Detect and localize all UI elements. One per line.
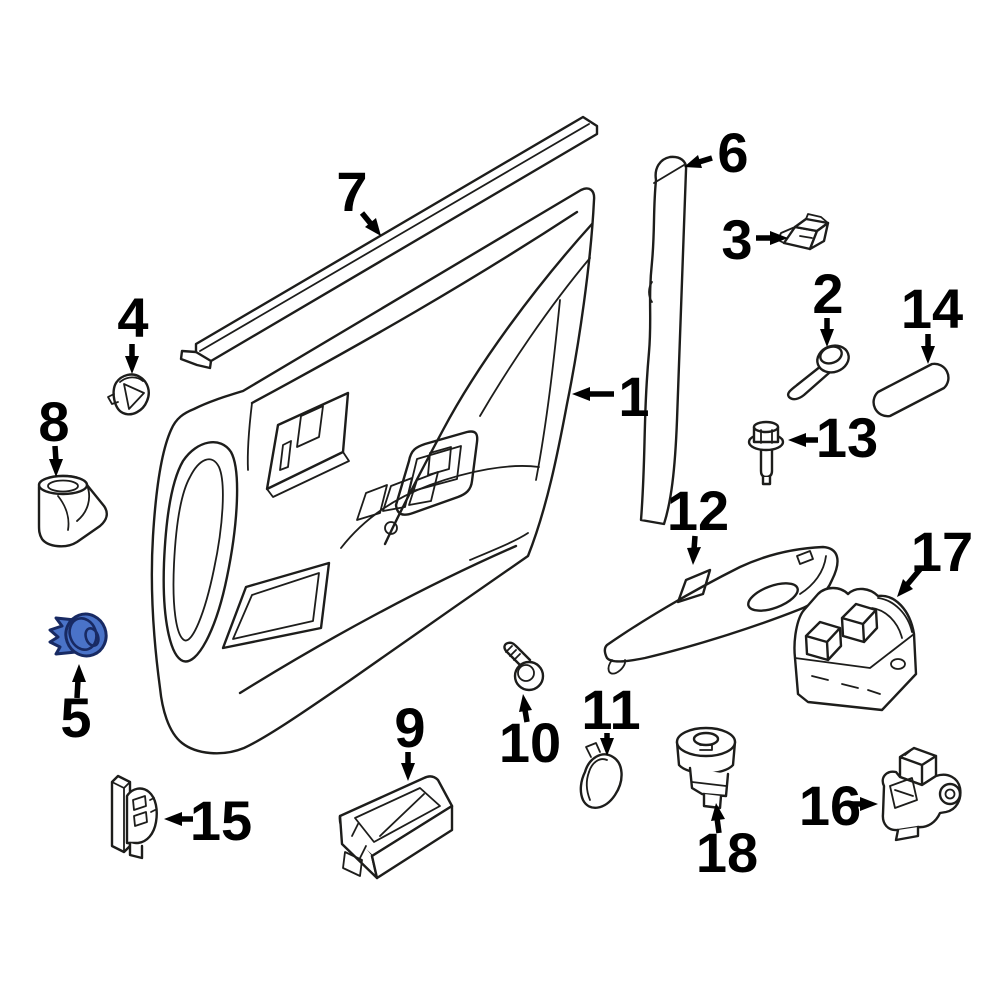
callout-3[interactable]: 3	[721, 208, 788, 271]
callout-label-18[interactable]: 18	[696, 821, 758, 884]
callout-label-9[interactable]: 9	[394, 696, 425, 759]
callout-7-arrow	[359, 211, 381, 236]
part-18-lamp-socket[interactable]	[675, 726, 737, 810]
callout-12-arrow	[687, 535, 701, 565]
callout-13[interactable]: 13	[788, 406, 878, 469]
callout-15-arrow	[164, 812, 193, 826]
callout-15[interactable]: 15	[164, 789, 252, 852]
callout-9-arrow	[401, 752, 415, 781]
part-5-push-pin-retainer[interactable]	[48, 608, 112, 661]
callout-11[interactable]: 11	[581, 678, 641, 756]
callout-5-arrow	[72, 664, 86, 699]
callout-16-arrow	[850, 797, 878, 811]
callout-label-1[interactable]: 1	[618, 365, 649, 428]
callout-label-3[interactable]: 3	[721, 208, 752, 271]
callout-11-arrow	[600, 733, 614, 756]
callout-10-arrow	[519, 694, 532, 723]
callout-4-arrow	[125, 344, 139, 374]
callout-label-13[interactable]: 13	[816, 406, 878, 469]
callout-2-arrow	[820, 318, 834, 347]
callout-label-7[interactable]: 7	[336, 160, 367, 223]
callout-label-10[interactable]: 10	[499, 711, 561, 774]
callout-8-arrow	[49, 445, 63, 477]
callout-label-15[interactable]: 15	[190, 789, 252, 852]
callout-label-12[interactable]: 12	[667, 479, 729, 542]
callout-8[interactable]: 8	[38, 390, 70, 477]
part-13-hex-bolt[interactable]	[747, 420, 785, 486]
part-15-seat-memory-switch[interactable]	[110, 774, 158, 860]
callout-1[interactable]: 1	[572, 365, 650, 428]
part-4-grommet[interactable]	[107, 373, 150, 416]
part-14-insulator-pad[interactable]	[872, 362, 950, 418]
callout-label-6[interactable]: 6	[717, 121, 748, 184]
callout-17[interactable]: 17	[897, 520, 973, 597]
callout-label-2[interactable]: 2	[812, 262, 843, 325]
callout-7[interactable]: 7	[336, 160, 381, 236]
callout-6[interactable]: 6	[684, 121, 749, 184]
callout-17-arrow	[897, 565, 925, 597]
callout-14[interactable]: 14	[901, 277, 963, 364]
callout-label-17[interactable]: 17	[911, 520, 973, 583]
callout-label-4[interactable]: 4	[117, 286, 148, 349]
part-3-retainer-clip[interactable]	[777, 213, 830, 251]
callout-label-14[interactable]: 14	[901, 277, 963, 340]
callout-14-arrow	[921, 334, 935, 364]
callout-18[interactable]: 18	[696, 803, 758, 884]
part-1-door-trim-panel[interactable]	[150, 187, 596, 755]
callout-label-8[interactable]: 8	[38, 390, 69, 453]
callout-1-arrow	[572, 387, 614, 401]
part-10-screw[interactable]	[503, 641, 545, 692]
callout-6-arrow	[684, 155, 713, 168]
callout-12[interactable]: 12	[667, 479, 729, 565]
callout-13-arrow	[788, 433, 818, 447]
part-6-front-pillar-trim[interactable]	[639, 155, 688, 526]
callout-9[interactable]: 9	[394, 696, 426, 781]
part-17-window-switch[interactable]	[793, 586, 918, 712]
part-16-mirror-switch[interactable]	[881, 746, 962, 842]
callout-5[interactable]: 5	[60, 664, 92, 749]
part-2-shoulder-screw[interactable]	[786, 341, 852, 401]
part-9-handle-bezel[interactable]	[338, 775, 454, 880]
part-7-belt-weatherstrip[interactable]	[179, 115, 599, 370]
part-11-cover-cap[interactable]	[579, 742, 623, 809]
callout-2[interactable]: 2	[812, 262, 844, 347]
part-8-corner-trim-cap[interactable]	[37, 474, 108, 548]
callout-16[interactable]: 16	[799, 774, 878, 837]
callout-18-arrow	[711, 803, 725, 834]
callout-3-arrow	[756, 231, 788, 245]
callout-label-11[interactable]: 11	[581, 678, 640, 741]
callout-4[interactable]: 4	[117, 286, 149, 374]
callout-10[interactable]: 10	[499, 694, 561, 774]
